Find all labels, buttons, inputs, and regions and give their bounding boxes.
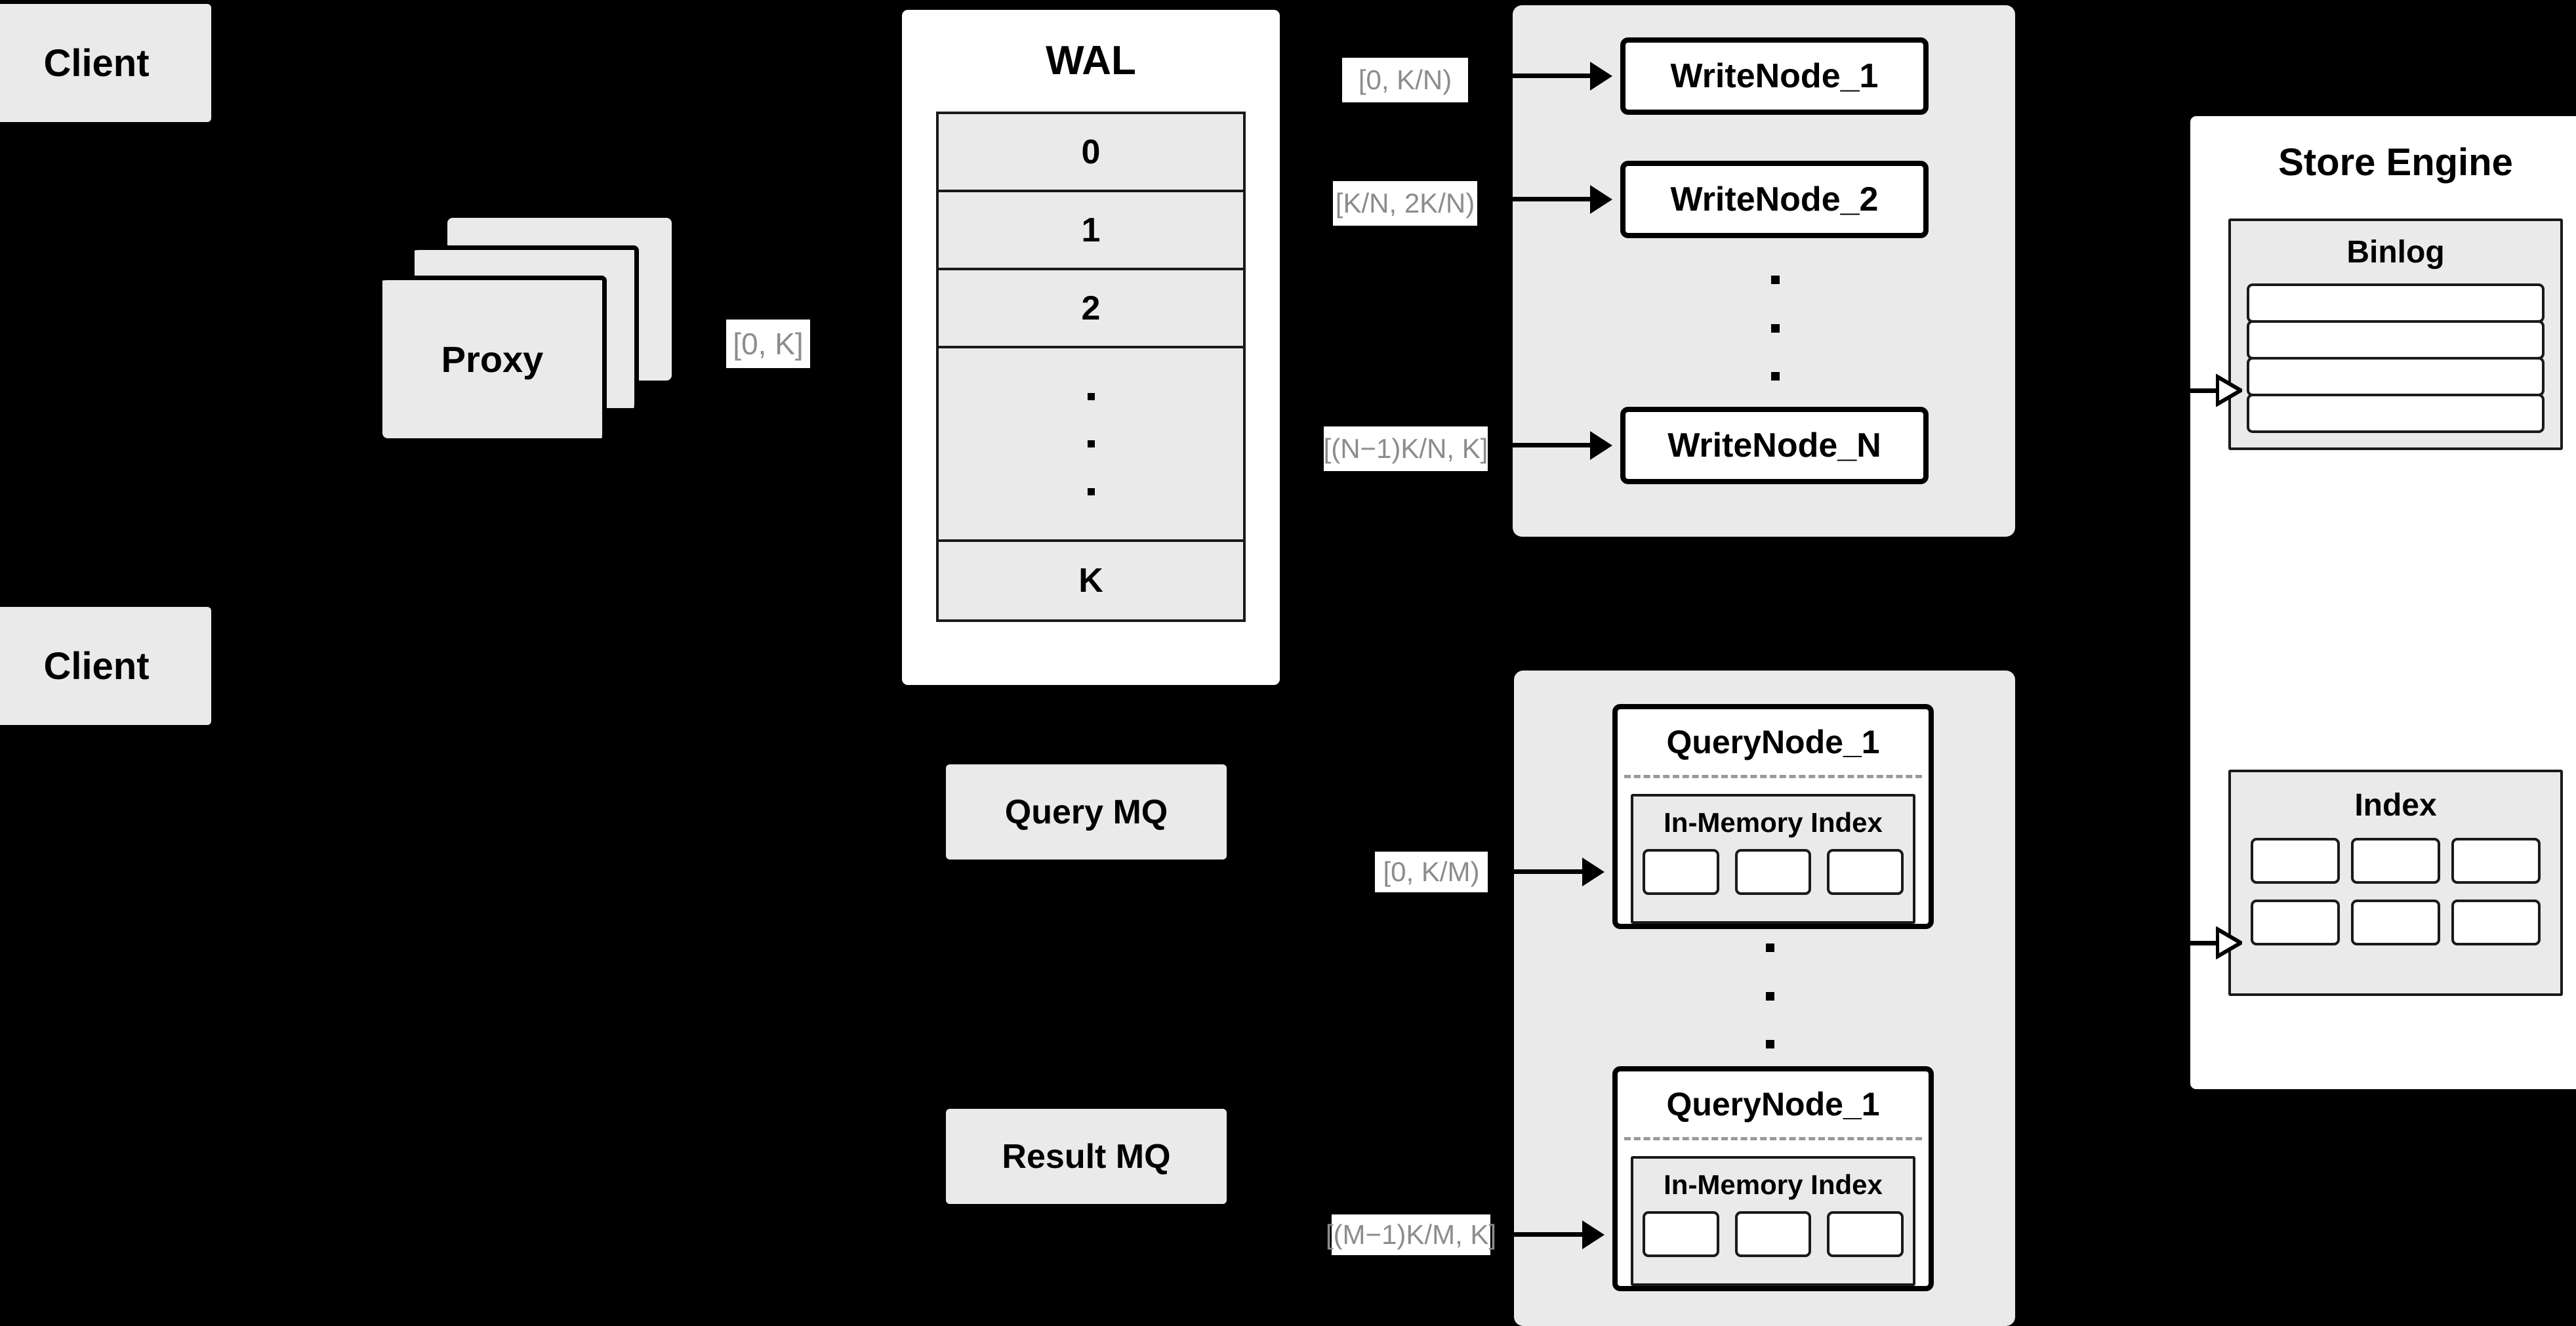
- write-node-2-arrow-line: [1482, 197, 1593, 201]
- query-node-1-arrow-line: [1494, 869, 1585, 874]
- store-index-arrow-head-open-icon: [2215, 925, 2245, 961]
- binlog-label: Binlog: [2346, 235, 2445, 270]
- store-index-slot[interactable]: [2251, 838, 2340, 884]
- wal-panel: WAL 0 1 2 K: [897, 5, 1284, 690]
- wal-row[interactable]: 0: [939, 114, 1243, 192]
- index-slot[interactable]: [1827, 849, 1904, 895]
- write-node-n-arrow-head: [1590, 431, 1612, 460]
- binlog-panel: Binlog: [2228, 218, 2563, 450]
- wal-title: WAL: [1046, 38, 1136, 83]
- write-node-2-range-label: [K/N, 2K/N): [1333, 181, 1477, 226]
- client-label: Client: [43, 41, 150, 85]
- query-node-1[interactable]: QueryNode_1 In-Memory Index: [1612, 704, 1934, 929]
- client-label: Client: [43, 644, 150, 688]
- binlog-arrow-head-open-icon: [2215, 373, 2245, 408]
- binlog-arrow-line: [2186, 388, 2220, 393]
- query-node-2-arrow-line: [1497, 1232, 1585, 1237]
- index-slot[interactable]: [1734, 849, 1812, 895]
- write-node-n-arrow-line: [1492, 443, 1593, 447]
- write-node-1-range-label: [0, K/N): [1342, 58, 1468, 102]
- write-node-n[interactable]: WriteNode_N: [1620, 407, 1929, 484]
- write-node-ellipsis-icon: [1770, 276, 1780, 381]
- binlog-entry[interactable]: [2247, 394, 2545, 433]
- store-index-slot[interactable]: [2451, 900, 2541, 945]
- store-engine-panel: Store Engine Binlog Index: [2186, 112, 2576, 1094]
- query-node-2-range-label: [(M−1)K/M, K]: [1326, 1214, 1496, 1255]
- query-node-2-arrow-head: [1582, 1220, 1605, 1249]
- index-slot[interactable]: [1643, 1211, 1719, 1257]
- write-node-1-arrow-line: [1475, 73, 1593, 78]
- write-node-2-arrow-head: [1590, 185, 1612, 214]
- store-engine-title: Store Engine: [2278, 140, 2513, 184]
- query-node-1-title: QueryNode_1: [1666, 724, 1880, 760]
- store-index-slot[interactable]: [2451, 838, 2541, 884]
- index-slot[interactable]: [1643, 849, 1719, 895]
- store-index-label: Index: [2354, 787, 2437, 823]
- inmemory-index-label: In-Memory Index: [1664, 1169, 1883, 1200]
- query-node-ellipsis-icon: [1765, 943, 1775, 1048]
- write-node-2[interactable]: WriteNode_2: [1620, 161, 1929, 238]
- store-index-slot[interactable]: [2251, 900, 2340, 945]
- binlog-entry[interactable]: [2247, 357, 2545, 396]
- wal-row[interactable]: 1: [939, 192, 1243, 270]
- write-node-1[interactable]: WriteNode_1: [1620, 37, 1929, 115]
- index-slot[interactable]: [1827, 1211, 1904, 1257]
- proxy-range-label: [0, K]: [726, 320, 810, 368]
- query-node-1-arrow-head: [1582, 858, 1605, 886]
- query-node-2[interactable]: QueryNode_1 In-Memory Index: [1612, 1066, 1934, 1291]
- client-box-1[interactable]: Client: [0, 4, 211, 122]
- query-node-1-range-label: [0, K/M): [1375, 852, 1488, 892]
- query-node-1-divider: [1624, 775, 1922, 778]
- write-node-n-range-label: [(N−1)K/N, K]: [1324, 426, 1488, 471]
- index-slot[interactable]: [1734, 1211, 1812, 1257]
- wal-entry-table: 0 1 2 K: [936, 112, 1246, 622]
- wal-row-ellipsis: [939, 348, 1243, 542]
- proxy-label: Proxy: [441, 339, 544, 380]
- store-index-arrow-line: [2186, 941, 2220, 945]
- store-index-slot[interactable]: [2351, 900, 2440, 945]
- query-node-2-title: QueryNode_1: [1666, 1086, 1880, 1123]
- proxy-box[interactable]: Proxy: [382, 276, 607, 438]
- binlog-entry[interactable]: [2247, 320, 2545, 360]
- client-box-2[interactable]: Client: [0, 607, 211, 725]
- query-node-2-inmemory-index: In-Memory Index: [1631, 1156, 1915, 1286]
- result-mq-box[interactable]: Result MQ: [946, 1109, 1227, 1204]
- wal-row[interactable]: 2: [939, 270, 1243, 348]
- store-index-slot[interactable]: [2351, 838, 2440, 884]
- vertical-ellipsis-icon: [1087, 392, 1095, 495]
- query-mq-box[interactable]: Query MQ: [946, 764, 1227, 860]
- query-node-1-inmemory-index: In-Memory Index: [1631, 794, 1915, 924]
- write-node-1-arrow-head: [1590, 62, 1612, 91]
- wal-row[interactable]: K: [1078, 562, 1103, 600]
- store-index-panel: Index: [2228, 770, 2563, 996]
- inmemory-index-label: In-Memory Index: [1664, 807, 1883, 838]
- query-node-2-divider: [1624, 1137, 1922, 1140]
- binlog-entry[interactable]: [2247, 283, 2545, 323]
